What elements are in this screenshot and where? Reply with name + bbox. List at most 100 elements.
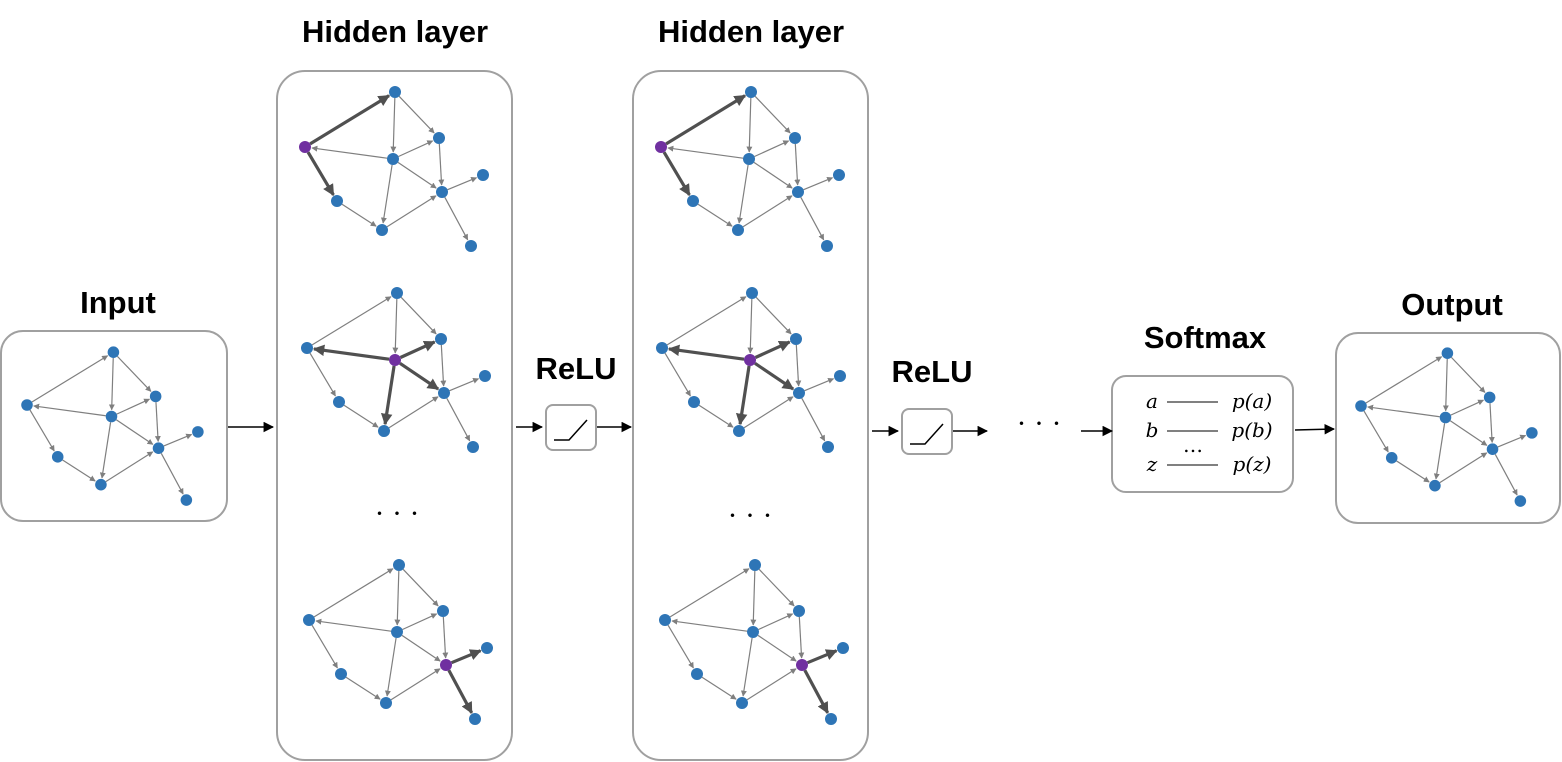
relu-1-title: ReLU	[536, 351, 617, 386]
graph-edge	[1497, 434, 1527, 448]
graph-edge	[388, 396, 439, 429]
graph-edge	[311, 145, 388, 159]
graph-edge	[667, 145, 744, 159]
graph-edge	[701, 676, 737, 700]
graph-edge	[758, 613, 794, 631]
graph-node	[688, 396, 700, 408]
graph-edge	[803, 176, 834, 191]
graph-node	[192, 426, 204, 438]
message-passing-edge	[665, 94, 747, 146]
hidden-layer-2-graph-bottom	[659, 559, 849, 725]
graph-edge	[163, 433, 193, 447]
graph-edge	[1365, 356, 1443, 404]
graph-node	[51, 451, 64, 463]
graph-edge	[664, 352, 691, 397]
graph-edge	[1433, 423, 1446, 480]
hidden-layer-1-graph-top	[299, 86, 489, 252]
graph-edge	[398, 95, 435, 134]
hidden-layer-1-ellipsis: · · ·	[375, 497, 420, 530]
hidden-layer-2-ellipsis: · · ·	[728, 499, 773, 532]
input-title: Input	[80, 285, 156, 320]
graph-node	[1355, 400, 1367, 412]
softmax-output-a: p(a)	[1232, 389, 1272, 413]
graph-node	[389, 86, 401, 98]
graph-node	[1514, 495, 1527, 507]
highlighted-node	[796, 659, 808, 671]
graph-edge	[402, 568, 439, 607]
graph-node	[1439, 411, 1452, 424]
graph-edge	[1367, 404, 1440, 418]
graph-node	[21, 399, 33, 411]
output-graph	[1355, 347, 1538, 507]
graph-edge	[746, 668, 797, 701]
graph-edge	[345, 676, 381, 700]
graph-edge	[160, 453, 184, 495]
graph-edge	[440, 344, 447, 387]
graph-edge	[449, 377, 480, 392]
input-frame	[0, 330, 228, 522]
graph-node	[107, 346, 120, 358]
graph-edge	[99, 422, 112, 479]
output-frame	[1335, 332, 1561, 524]
graph-edge	[442, 616, 449, 659]
graph-edge	[754, 140, 790, 158]
message-passing-edge	[309, 94, 391, 146]
graph-edge	[757, 634, 797, 662]
graph-edge	[755, 296, 792, 335]
graph-node	[95, 478, 107, 491]
graph-edge	[1363, 410, 1389, 453]
message-passing-edge	[754, 340, 791, 359]
message-passing-edge	[754, 362, 795, 391]
graph-node	[376, 224, 388, 236]
graph-edge	[116, 398, 151, 415]
hidden-layer-2-graph-top	[655, 86, 845, 252]
graph-edge	[798, 616, 805, 659]
graph-edge	[392, 298, 399, 354]
graph-edge	[398, 140, 434, 158]
graph-node	[149, 390, 162, 403]
graph-node	[465, 240, 477, 252]
graph-edge	[444, 197, 469, 241]
graph-node	[659, 614, 671, 626]
graph-edge	[447, 176, 478, 191]
graph-edge	[446, 398, 471, 442]
graph-edge	[1442, 358, 1449, 412]
graph-edge	[380, 164, 393, 224]
graph-node	[822, 441, 834, 453]
graph-edge	[62, 459, 96, 482]
graph-node	[746, 287, 758, 299]
graph-node	[391, 287, 403, 299]
graph-edge	[315, 618, 392, 632]
relu-2-title: ReLU	[892, 354, 973, 389]
softmax-input-z: z	[1146, 452, 1158, 476]
graph-edge	[758, 568, 795, 607]
graph-node	[837, 642, 849, 654]
graph-node	[437, 605, 449, 617]
graph-node	[691, 668, 703, 680]
message-passing-edge	[735, 365, 751, 426]
graph-edge	[108, 357, 115, 411]
graph-edge	[384, 637, 397, 697]
output-title: Output	[1401, 287, 1503, 322]
graph-node	[789, 132, 801, 144]
graph-edge	[115, 419, 154, 445]
graph-edge	[747, 298, 754, 354]
graph-node	[1483, 391, 1496, 404]
graph-node	[438, 387, 450, 399]
relu-2-icon	[910, 423, 944, 445]
message-passing-edge	[667, 344, 745, 361]
graph-node	[732, 224, 744, 236]
softmax-input-a: a	[1146, 389, 1158, 413]
graph-edge	[746, 97, 753, 153]
graph-edge	[1396, 460, 1430, 483]
graph-edge	[154, 402, 161, 443]
graph-node	[481, 642, 493, 654]
graph-edge	[736, 164, 749, 224]
graph-edge	[33, 403, 106, 417]
highlighted-node	[655, 141, 667, 153]
graph-edge	[742, 195, 793, 228]
graph-edge	[311, 296, 392, 346]
highlighted-node	[299, 141, 311, 153]
softmax-ellipsis: …	[1183, 433, 1203, 457]
